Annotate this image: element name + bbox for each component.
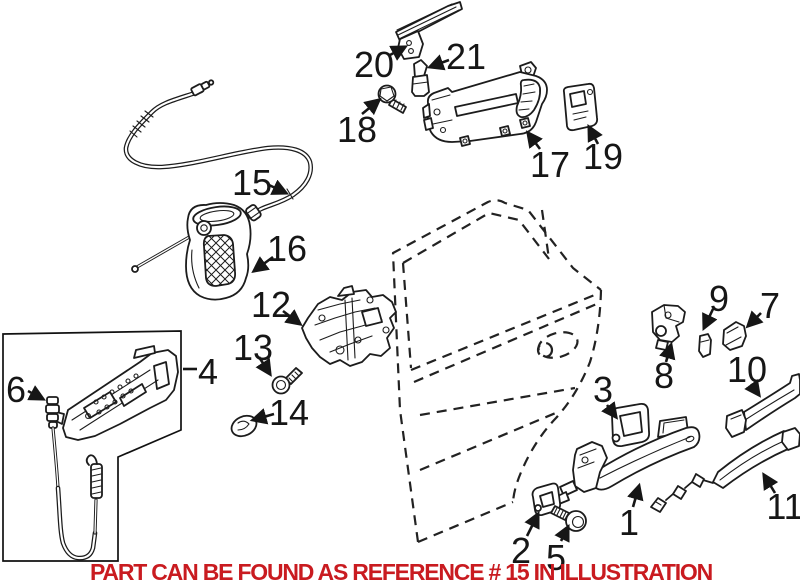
callout-16-arrow xyxy=(251,255,274,274)
callout-8-label: 8 xyxy=(654,355,674,396)
callout-5: 5 xyxy=(546,523,570,578)
callout-20-arrow xyxy=(389,45,408,61)
callout-15-label: 15 xyxy=(232,162,272,203)
callout-2-arrow xyxy=(524,510,540,537)
callout-12-label: 12 xyxy=(251,284,291,325)
callout-6: 6 xyxy=(6,369,46,410)
callout-9-label: 9 xyxy=(709,278,729,319)
part-12-door-lock-actuator-drawing xyxy=(301,285,397,367)
callout-16: 16 xyxy=(251,228,307,274)
callout-9: 9 xyxy=(702,278,729,332)
inset-box xyxy=(2,330,182,562)
callout-11: 11 xyxy=(762,472,800,527)
part-13-bolt-drawing xyxy=(271,367,303,395)
part-2-handle-gasket-drawing xyxy=(531,482,562,517)
callout-12-arrow xyxy=(282,309,303,327)
part-11-handle-bar-cable-drawing xyxy=(650,427,800,513)
callout-20-label: 20 xyxy=(354,44,394,85)
callouts-layer: 1 2 3 4 5 6 7 8 xyxy=(6,36,800,578)
callout-3: 3 xyxy=(593,369,619,420)
part-10-handle-bar-drawing xyxy=(725,373,800,438)
callout-21-label: 21 xyxy=(446,36,486,77)
callout-21: 21 xyxy=(426,36,486,77)
callout-20: 20 xyxy=(354,44,408,85)
callout-8: 8 xyxy=(654,341,676,396)
part-6-lock-cable-drawing xyxy=(45,396,103,561)
callout-6-label: 6 xyxy=(6,369,26,410)
callout-1-label: 1 xyxy=(619,502,639,543)
callout-7: 7 xyxy=(745,285,780,329)
callout-10-arrow xyxy=(744,379,761,398)
callout-8-arrow xyxy=(659,341,676,363)
part-18-bolt-drawing xyxy=(377,84,407,114)
part-9-cap-drawing xyxy=(698,333,712,358)
callout-11-label: 11 xyxy=(766,486,800,527)
callout-18-arrow xyxy=(361,97,382,116)
callout-11-arrow xyxy=(762,472,779,494)
callout-14: 14 xyxy=(249,392,309,433)
part-1-exterior-door-handle-drawing xyxy=(555,416,701,505)
callout-12: 12 xyxy=(251,284,303,327)
callout-15-arrow xyxy=(268,179,290,195)
callout-10-label: 10 xyxy=(727,349,767,390)
callout-18: 18 xyxy=(337,97,382,150)
callout-1-arrow xyxy=(627,482,644,508)
part-3-handle-gasket-drawing xyxy=(610,402,651,448)
callout-14-arrow xyxy=(249,408,275,425)
callout-2: 2 xyxy=(511,510,540,571)
callout-3-arrow xyxy=(601,401,619,420)
callout-5-label: 5 xyxy=(546,537,566,578)
callout-4-label: 4 xyxy=(198,351,218,392)
callout-21-arrow xyxy=(426,54,450,71)
callout-13-arrow xyxy=(255,356,272,377)
callout-3-label: 3 xyxy=(593,369,613,410)
callout-17: 17 xyxy=(525,130,570,185)
callout-4: 4 xyxy=(183,351,218,392)
callout-13: 13 xyxy=(233,327,273,377)
callout-19-label: 19 xyxy=(583,136,623,177)
reference-caption: PART CAN BE FOUND AS REFERENCE # 15 IN I… xyxy=(90,559,713,585)
part-7-cap-drawing xyxy=(722,321,747,351)
callout-17-label: 17 xyxy=(530,144,570,185)
callout-17-arrow xyxy=(525,130,543,150)
callout-7-label: 7 xyxy=(760,285,780,326)
callout-14-label: 14 xyxy=(269,392,309,433)
part-21-pin-cap-drawing xyxy=(411,59,430,97)
callout-7-arrow xyxy=(745,310,764,329)
part-4-door-lock-drawing xyxy=(53,345,179,441)
callout-5-arrow xyxy=(554,523,570,543)
callout-15: 15 xyxy=(232,162,290,203)
callout-1: 1 xyxy=(619,482,644,543)
part-5-bolt-drawing xyxy=(550,505,587,532)
callout-19: 19 xyxy=(583,124,623,177)
callout-6-arrow xyxy=(27,385,46,401)
callout-10: 10 xyxy=(727,349,767,398)
callout-9-arrow xyxy=(702,308,718,332)
part-17-interior-door-handle-drawing xyxy=(422,61,548,147)
part-19-switch-bezel-drawing xyxy=(562,82,599,132)
door-outline-drawing xyxy=(391,199,603,544)
part-16-cable-grommet-drawing xyxy=(185,202,252,301)
callout-19-arrow xyxy=(587,124,603,145)
callout-16-label: 16 xyxy=(267,228,307,269)
callout-2-label: 2 xyxy=(511,530,531,571)
callout-13-label: 13 xyxy=(233,327,273,368)
callout-18-label: 18 xyxy=(337,109,377,150)
